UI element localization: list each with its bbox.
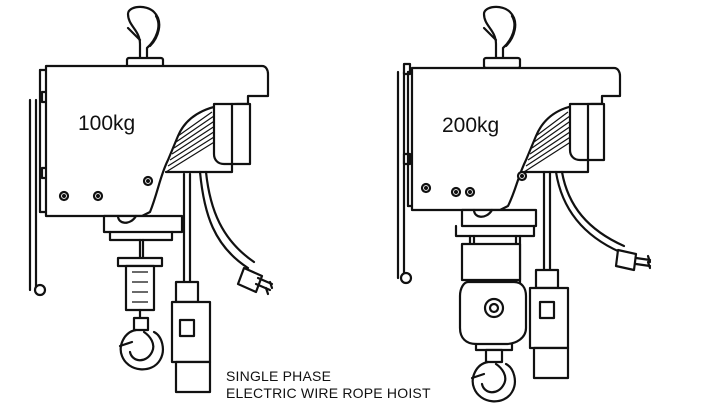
hoist-100kg: 100kg [28, 5, 274, 394]
capacity-label: 200kg [442, 114, 499, 137]
bolt-icon [420, 182, 432, 194]
rope-drum [454, 208, 538, 238]
pendant-controller [528, 170, 570, 380]
top-hook-icon [482, 5, 522, 70]
bolt-icon [450, 186, 462, 198]
lower-hook-icon [470, 348, 516, 403]
lower-hook-icon [118, 316, 164, 371]
power-cord [198, 170, 274, 296]
pulley-block-icon [458, 280, 528, 352]
plug-icon [236, 266, 274, 296]
motor-housing [406, 66, 622, 212]
mounting-rail [396, 62, 413, 285]
lower-hook-assembly [116, 238, 164, 371]
caption-line-2: ELECTRIC WIRE ROPE HOIST [226, 385, 431, 401]
pendant-controller [170, 172, 212, 394]
plug-icon [614, 248, 652, 272]
hoist-200kg: 200kg [396, 5, 652, 403]
top-hook-icon [125, 5, 165, 70]
rope-drum [102, 214, 184, 242]
caption-line-1: SINGLE PHASE [226, 368, 332, 384]
motor-housing [38, 64, 270, 218]
bolt-icon [142, 175, 154, 187]
bolt-icon [516, 170, 528, 182]
bolt-icon [58, 190, 70, 202]
bolt-icon [92, 190, 104, 202]
capacity-label: 100kg [78, 112, 135, 135]
bolt-icon [464, 186, 476, 198]
power-cord [554, 170, 652, 272]
diagram-caption: SINGLE PHASE ELECTRIC WIRE ROPE HOIST [226, 368, 431, 402]
lower-hook-assembly [458, 234, 528, 403]
